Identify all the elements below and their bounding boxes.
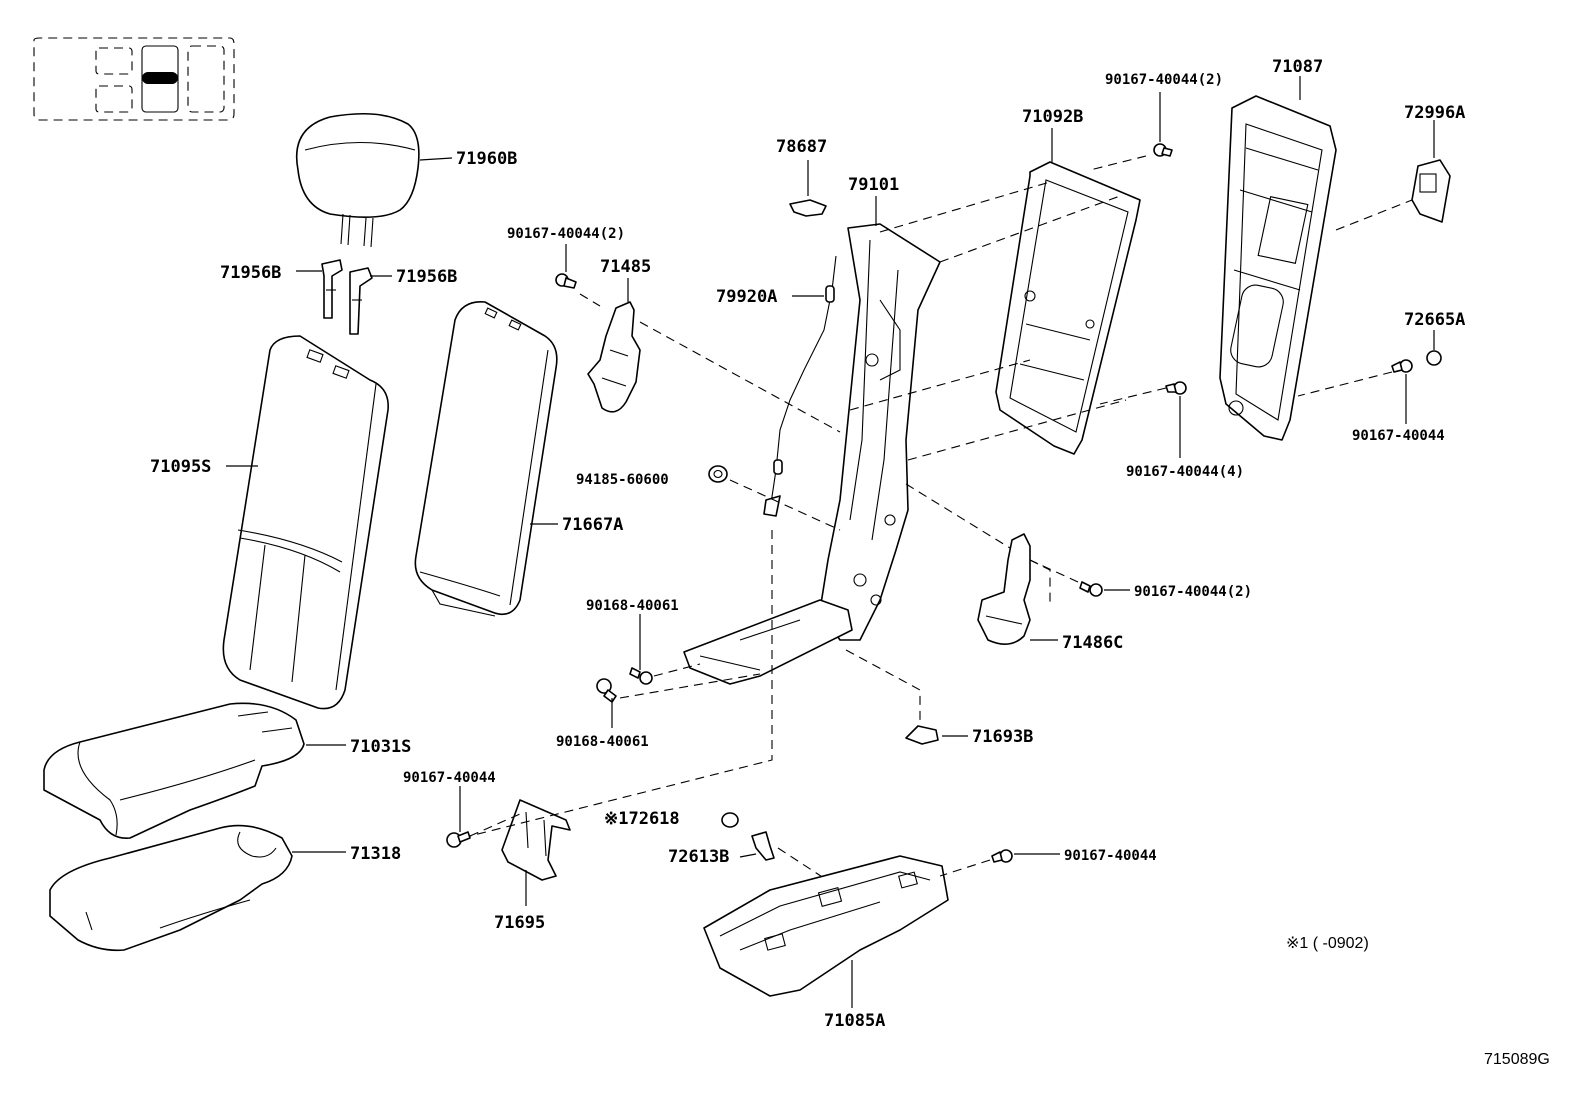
label-72665A: 72665A	[1404, 310, 1465, 330]
bolt-90167-40044-base	[991, 849, 1013, 863]
label-71960B: 71960B	[456, 149, 517, 169]
hinge-cover-71485	[587, 301, 641, 413]
label-90167-40044-2-top: 90167-40044(2)	[1105, 72, 1223, 88]
label-71031S: 71031S	[350, 737, 411, 757]
label-79920A: 79920A	[716, 287, 777, 307]
seatback-pad-71667A	[414, 301, 558, 617]
hinge-cover-71486C	[977, 533, 1031, 645]
bolt-90167-40044-4	[1165, 381, 1187, 395]
bracket-72996A	[1411, 159, 1451, 223]
label-71695: 71695	[494, 913, 545, 933]
diagram-code: 715089G	[1484, 1051, 1550, 1068]
seat-cushion-cover-71031S	[43, 702, 305, 839]
label-72613B: 72613B	[668, 847, 729, 867]
label-71667A: 71667A	[562, 515, 623, 535]
cable-79920A	[763, 255, 837, 517]
seatback-frame-79101	[819, 223, 941, 641]
label-71092B: 71092B	[1022, 107, 1083, 127]
label-71485: 71485	[600, 257, 651, 277]
highlighted-seat-marker	[142, 72, 178, 84]
bolt-72613B	[751, 831, 775, 861]
label-71693B: 71693B	[972, 727, 1033, 747]
cover-71693B	[905, 725, 939, 745]
headrest-guide-71956B-right	[349, 267, 373, 335]
label-78687: 78687	[776, 137, 827, 157]
bolt-90167-40044-mid-right	[1079, 581, 1103, 597]
bracket-71695	[501, 799, 571, 881]
label-90167-40044-d: 90167-40044	[1064, 848, 1157, 864]
label-90167-40044-2-b: 90167-40044(2)	[1134, 584, 1252, 600]
label-90167-40044-4: 90167-40044(4)	[1126, 464, 1244, 480]
bolt-90168-40061-b	[596, 678, 617, 703]
back-panel-71092B	[995, 161, 1141, 455]
label-71095S: 71095S	[150, 457, 211, 477]
cap-72665A	[1426, 350, 1442, 366]
label-71956B-left: 71956B	[220, 263, 281, 283]
headrest-71960B	[296, 113, 420, 248]
label-90167-40044-c: 90167-40044	[403, 770, 496, 786]
label-90167-40044-2-a: 90167-40044(2)	[507, 226, 625, 242]
bolt-90167-40044-top	[1153, 143, 1173, 157]
label-71087: 71087	[1272, 57, 1323, 77]
footnote: ※1 ( -0902)	[1286, 935, 1369, 952]
label-71486C: 71486C	[1062, 633, 1123, 653]
seatback-cover-71095S	[222, 335, 389, 710]
bolt-90167-40044-right	[1391, 359, 1413, 373]
bolt-90167-40044-lower-left	[446, 831, 471, 848]
bolt-90167-40044-upper	[555, 273, 577, 289]
label-71318: 71318	[350, 844, 401, 864]
label-72996A: 72996A	[1404, 103, 1465, 123]
label-94185-60600: 94185-60600	[576, 472, 669, 488]
seat-locator-inset	[33, 37, 235, 121]
label-71956B-right: 71956B	[396, 267, 457, 287]
bushing-94185-60600	[708, 465, 728, 483]
seatback-board-71087	[1219, 95, 1337, 441]
bolt-90168-40061-a	[629, 667, 653, 685]
headrest-guide-71956B-left	[321, 259, 343, 319]
label-90168-40061-b: 90168-40061	[556, 734, 649, 750]
seat-base-71085A	[703, 855, 949, 997]
label-72618: ※172618	[604, 809, 680, 829]
seat-frame-lower	[683, 599, 853, 685]
label-79101: 79101	[848, 175, 899, 195]
label-90168-40061-a: 90168-40061	[586, 598, 679, 614]
clip-78687	[789, 199, 827, 217]
seat-cushion-pad-71318	[49, 824, 293, 952]
label-90167-40044-e: 90167-40044	[1352, 428, 1445, 444]
cap-72618	[721, 812, 739, 828]
label-71085A: 71085A	[824, 1011, 885, 1031]
